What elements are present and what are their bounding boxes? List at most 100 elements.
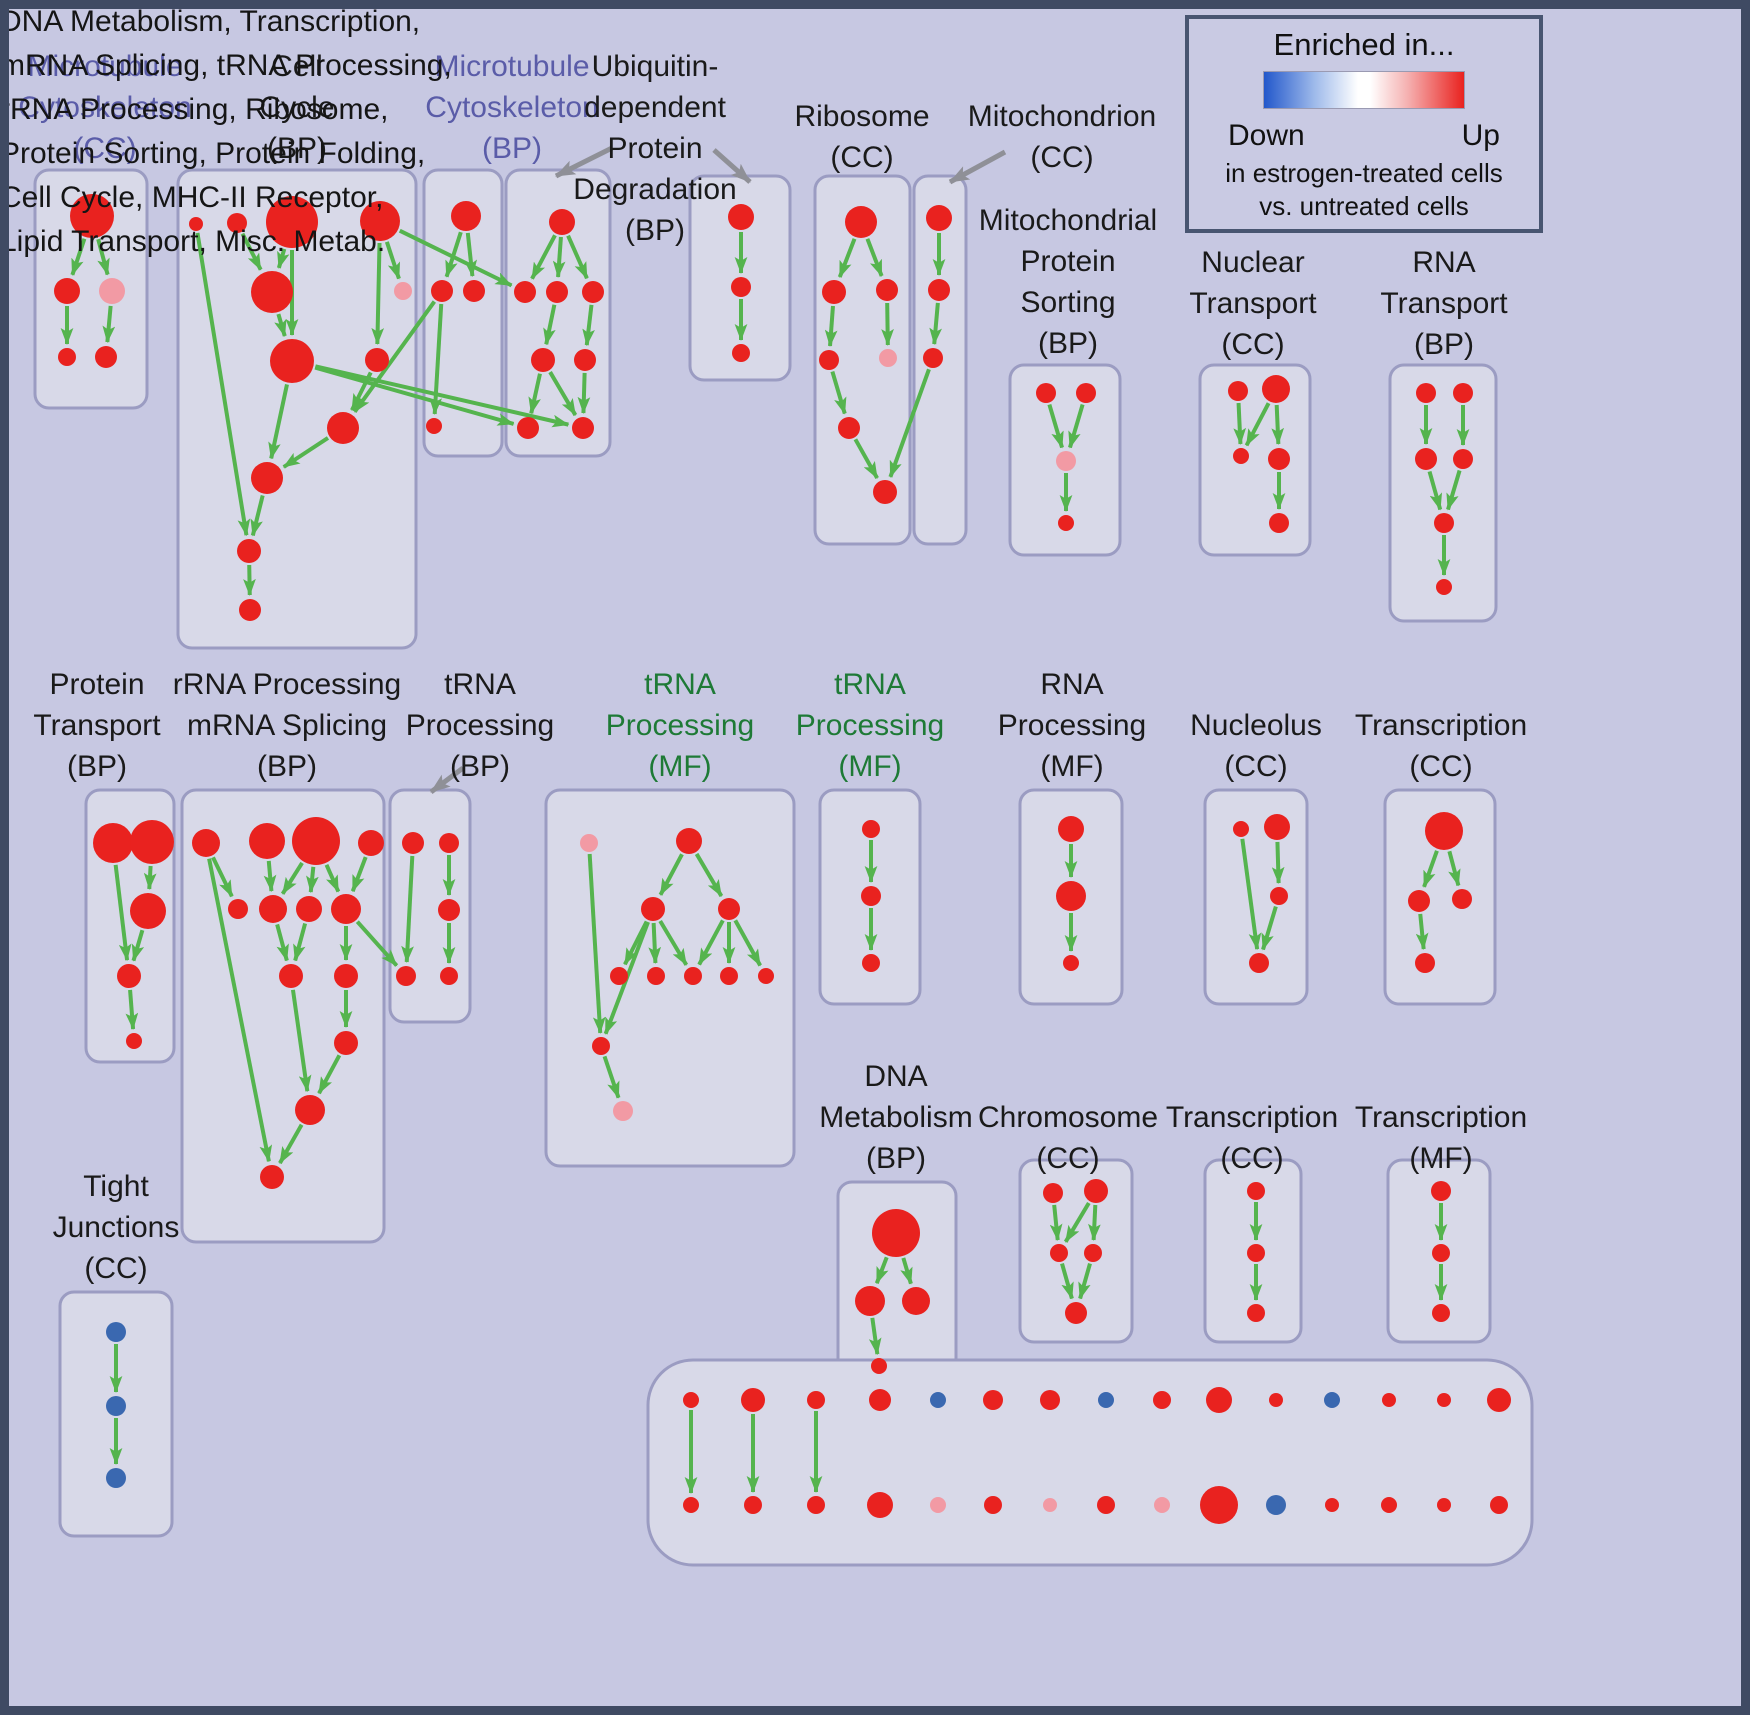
node-ubiq-a-3	[582, 281, 604, 303]
node-transcription-cc-low-1	[1247, 1244, 1265, 1262]
label-line: RNA	[1412, 246, 1476, 279]
label-transcription-cc-low: Transcription(CC)	[1166, 1097, 1338, 1179]
node-ubiq-a-7	[572, 417, 594, 439]
edge	[733, 919, 762, 967]
label-line: DNA	[864, 1060, 928, 1093]
node-misc-17	[807, 1496, 825, 1514]
cluster-box-nucleolus	[1203, 788, 1309, 1006]
node-misc-0	[683, 1392, 699, 1408]
node-rna-transport-4	[1434, 513, 1454, 533]
label-line: (BP)	[450, 750, 510, 783]
node-dna-metab-3	[871, 1358, 887, 1374]
node-trna-bp-0	[402, 832, 424, 854]
node-rrna-4	[228, 899, 248, 919]
label-line: (CC)	[830, 141, 894, 174]
label-line: dependent	[584, 91, 726, 124]
node-trna-mf-a-1	[676, 828, 702, 854]
label-line: Cycle	[259, 91, 335, 124]
node-cell-cycle-8	[327, 412, 359, 444]
edge	[306, 866, 319, 894]
node-mito-sorting-1	[1076, 383, 1096, 403]
edge	[1427, 470, 1443, 511]
label-line: Transport	[1189, 287, 1317, 320]
node-misc-26	[1325, 1498, 1339, 1512]
label-line: Protein	[1020, 245, 1116, 278]
label-line: mRNA Splicing	[186, 709, 388, 742]
cluster-box-rna-transport	[1388, 363, 1498, 623]
label-line: Ribosome	[794, 100, 930, 133]
node-mt-bp-2	[463, 280, 485, 302]
edge	[694, 852, 724, 898]
edge	[543, 304, 557, 346]
edge	[1422, 850, 1439, 888]
edge	[1271, 404, 1285, 446]
node-transcription-cc-mid-1	[1408, 890, 1430, 912]
edge	[837, 238, 857, 279]
node-misc-21	[1043, 1498, 1057, 1512]
label-line: (CC)	[1409, 750, 1473, 783]
node-misc-7	[1098, 1392, 1114, 1408]
label-line: Cytoskeleton	[18, 91, 192, 124]
node-misc-5	[983, 1390, 1003, 1410]
edge	[566, 234, 589, 280]
node-ribosome-3	[819, 350, 839, 370]
node-dna-metab-2	[902, 1287, 930, 1315]
node-cell-cycle-0	[189, 217, 203, 231]
node-misc-27	[1381, 1497, 1397, 1513]
node-chromosome-1	[1084, 1179, 1108, 1203]
node-mt-bp-0	[451, 201, 481, 231]
node-ubiq-a-0	[549, 209, 575, 235]
node-mt-bp-3	[426, 418, 442, 434]
edge	[1240, 838, 1262, 951]
edge	[102, 305, 116, 344]
label-line: Processing	[997, 709, 1147, 742]
node-nuclear-transport-1	[1262, 375, 1290, 403]
node-cell-cycle-5	[394, 282, 412, 300]
label-line: (BP)	[66, 750, 127, 783]
edge	[314, 365, 515, 426]
node-ribosome-5	[838, 417, 860, 439]
node-nucleolus-3	[1249, 953, 1269, 973]
edge	[355, 920, 399, 967]
cluster-box-ribosome	[813, 174, 912, 546]
node-trna-mf-a-6	[684, 967, 702, 985]
edge	[1078, 1263, 1092, 1300]
node-tight-junctions-2	[106, 1468, 126, 1488]
label-line: rRNA Processing	[172, 668, 402, 701]
node-protein-transport-0	[93, 823, 133, 863]
edge	[384, 241, 401, 280]
edge	[143, 865, 157, 891]
edge	[648, 922, 662, 965]
cluster-box-mt-cc	[33, 168, 149, 410]
footnote-line: Lipid Transport, Misc. Metab.	[0, 225, 386, 258]
node-trna-bp-4	[440, 967, 458, 985]
edge	[881, 302, 894, 347]
node-misc-23	[1154, 1497, 1170, 1513]
label-ribosome: Ribosome (CC)	[794, 96, 929, 178]
edge	[602, 1055, 621, 1099]
label-line: (CC)	[1220, 1142, 1284, 1175]
node-mito-1	[928, 279, 950, 301]
node-misc-2	[807, 1391, 825, 1409]
node-misc-4	[930, 1392, 946, 1408]
node-cell-cycle-10	[237, 539, 261, 563]
label-line: Mitochondrion	[967, 100, 1157, 133]
node-misc-15	[683, 1497, 699, 1513]
node-tight-junctions-1	[106, 1396, 126, 1416]
edge	[697, 919, 725, 966]
label-line: (MF)	[1040, 750, 1104, 783]
label-line: (BP)	[482, 132, 542, 165]
label-transcription-cc-mid: Transcription(CC)	[1355, 705, 1527, 787]
node-ribosome-2	[876, 279, 898, 301]
node-misc-18	[867, 1492, 893, 1518]
edge	[1446, 469, 1462, 511]
node-transcription-cc-mid-2	[1452, 889, 1472, 909]
node-rrna-6	[296, 896, 322, 922]
node-rrna-8	[279, 964, 303, 988]
footnote-line: mRNA Splicing, tRNA Processing,	[0, 49, 452, 82]
label-mitochondrion: Mitochondrion(CC)	[968, 96, 1156, 178]
node-cell-cycle-1	[227, 213, 247, 233]
edge	[1233, 402, 1247, 446]
